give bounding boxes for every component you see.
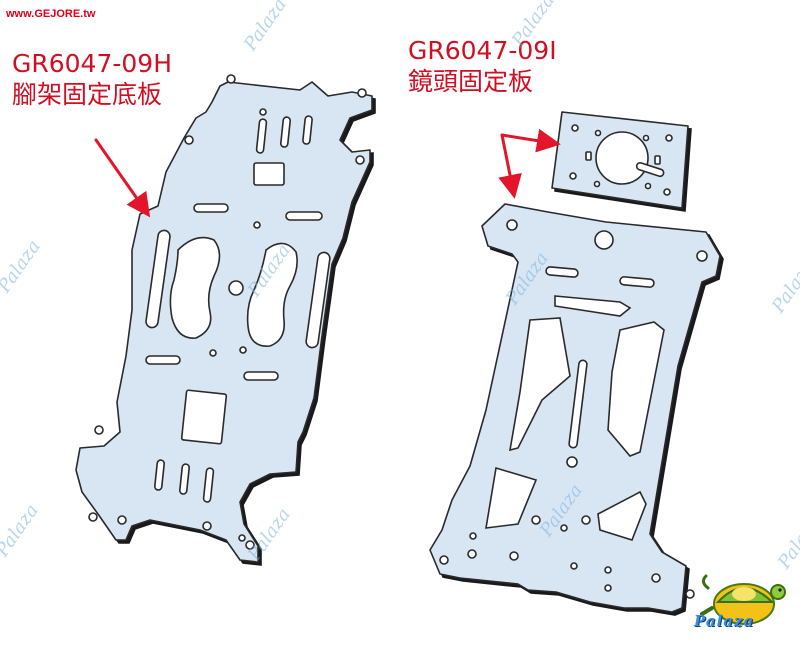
arrow-to-09h xyxy=(94,138,151,218)
logo-text: Palaza xyxy=(694,612,755,630)
label-part-09i: GR6047-09I 鏡頭固定板 xyxy=(408,35,557,97)
site-url: www.GEJORE.tw xyxy=(6,8,96,20)
part-code-09h: GR6047-09H xyxy=(12,49,172,78)
plate-09h xyxy=(75,74,376,566)
plate-09i-small xyxy=(551,111,692,212)
part-code-09i: GR6047-09I xyxy=(408,36,557,65)
arrow-to-09i-main xyxy=(498,133,522,199)
part-name-09i: 鏡頭固定板 xyxy=(408,67,534,96)
part-name-09h: 腳架固定底板 xyxy=(12,80,163,109)
callout-arrows xyxy=(94,128,561,218)
label-part-09h: GR6047-09H 腳架固定底板 xyxy=(12,48,172,110)
palaza-turtle-logo xyxy=(700,574,786,625)
arrow-to-09i-small xyxy=(500,128,561,153)
plate-09i-main xyxy=(429,203,724,616)
